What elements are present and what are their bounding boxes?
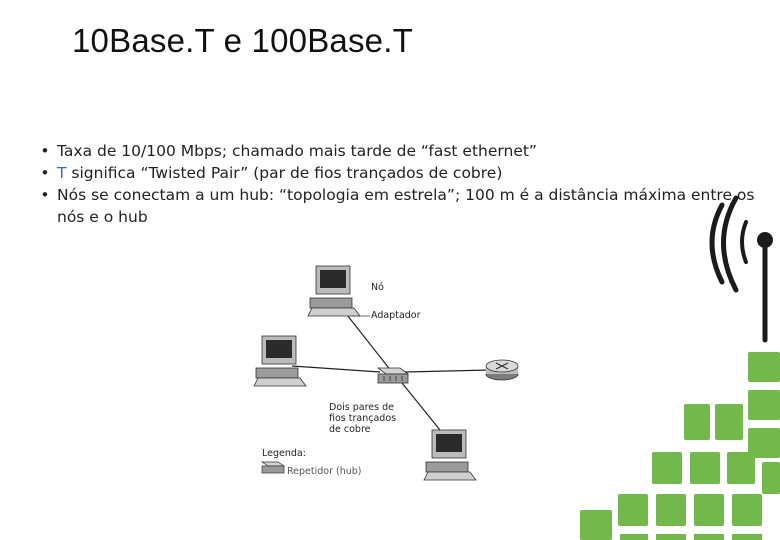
bullet-item: • Taxa de 10/100 Mbps; chamado mais tard… — [38, 140, 758, 162]
computer-node-bottom — [423, 429, 477, 481]
green-steps-decoration — [580, 352, 780, 540]
wireless-icon — [709, 195, 768, 343]
node-label: Nó — [371, 282, 384, 293]
router-icon — [485, 359, 519, 381]
bullet-text: Nós se conectam a um hub: “topologia em … — [57, 186, 755, 226]
bullet-icon: • — [40, 164, 50, 182]
computer-node-left — [253, 335, 307, 387]
legend-item-label: Repetidor (hub) — [287, 466, 362, 477]
bullet-list: • Taxa de 10/100 Mbps; chamado mais tard… — [38, 140, 758, 228]
bullet-icon: • — [40, 142, 50, 160]
bullet-text: significa “Twisted Pair” (par de fios tr… — [66, 164, 503, 182]
antenna-dot — [757, 232, 773, 248]
network-cables — [291, 305, 491, 431]
wire-label: Dois pares de fios trançados de cobre — [329, 402, 397, 435]
hub-icon — [376, 367, 410, 384]
bullet-item: • Nós se conectam a um hub: “topologia e… — [38, 184, 758, 228]
legend-hub-icon — [260, 461, 286, 474]
legend-title: Legenda: — [262, 448, 306, 459]
slide-title: 10Base.T e 100Base.T — [72, 22, 413, 59]
bullet-icon: • — [40, 186, 50, 204]
computer-node-top — [307, 265, 361, 317]
adapter-label: Adaptador — [371, 310, 421, 321]
bullet-text: Taxa de 10/100 Mbps; chamado mais tarde … — [57, 142, 537, 160]
bullet-highlight: T — [57, 164, 67, 182]
bullet-item: • T significa “Twisted Pair” (par de fio… — [38, 162, 758, 184]
